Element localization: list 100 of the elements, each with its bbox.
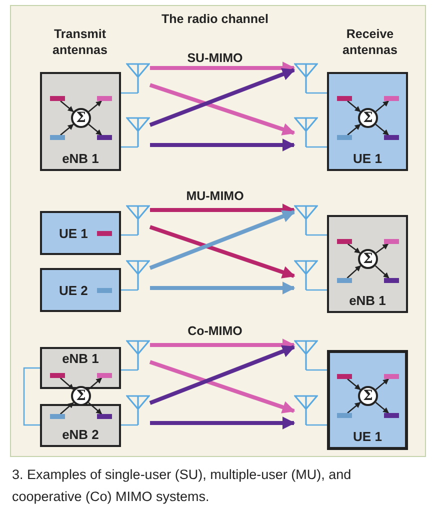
arrow [375, 124, 389, 136]
signal-arrow [149, 83, 296, 136]
device-box [40, 404, 121, 447]
signal-arrow [149, 225, 296, 278]
signal-arrow [149, 68, 296, 127]
device-label: eNB 1 [349, 293, 386, 308]
arrow [346, 265, 362, 278]
arrow [88, 402, 102, 414]
signal-bar [384, 239, 399, 244]
column-heading: Transmit antennas [52, 27, 108, 58]
signal-arrow [150, 138, 296, 152]
signal-arrow [149, 345, 296, 405]
signal-bar [337, 413, 352, 418]
arrow [375, 378, 389, 390]
summation-circle: Σ [358, 108, 378, 128]
device-box [40, 72, 121, 171]
antenna-icon [294, 260, 318, 290]
signal-bar [50, 373, 65, 378]
arrow [347, 378, 361, 390]
feed-line [306, 289, 327, 291]
feed-line [306, 234, 327, 236]
antenna-icon [126, 117, 150, 147]
antenna-icon [294, 205, 318, 235]
device-label: UE 1 [59, 226, 88, 240]
signal-bar [97, 414, 112, 419]
device-label: UE 2 [59, 282, 88, 298]
section-heading: Co-MIMO [186, 324, 244, 340]
signal-bar [50, 135, 65, 140]
summation-circle: Σ [358, 386, 378, 406]
signal-bar [97, 373, 112, 378]
device-box [40, 268, 121, 312]
antenna-icon [126, 260, 150, 290]
signal-bar [384, 374, 399, 379]
arrow [348, 243, 360, 254]
signal-bar [337, 278, 352, 283]
feed-line [306, 424, 327, 426]
summation-circle: Σ [358, 249, 378, 269]
summation-circle: Σ [71, 108, 91, 128]
panel-heading: The radio channel [160, 12, 270, 28]
antenna-icon [294, 340, 318, 370]
device-label: UE 1 [353, 429, 382, 444]
arrow [347, 402, 361, 414]
feed-line [121, 424, 138, 426]
signal-bar [384, 278, 399, 283]
feed-line [121, 234, 138, 236]
signal-arrow [149, 360, 296, 414]
antenna-icon [126, 63, 150, 93]
antenna-icon [126, 205, 150, 235]
section-heading: SU-MIMO [186, 51, 244, 67]
signal-arrow [150, 416, 296, 430]
signal-bar [50, 414, 65, 419]
arrow [347, 124, 361, 136]
arrow [347, 100, 361, 112]
feed-line [121, 92, 138, 94]
antenna-icon [126, 395, 150, 425]
signal-arrow [149, 210, 296, 270]
signal-arrow [150, 282, 296, 294]
arrow [60, 124, 74, 136]
signal-bar [97, 288, 112, 293]
device-label: eNB 1 [62, 151, 99, 166]
arrow [60, 100, 74, 112]
feed-line [306, 92, 327, 94]
signal-bar [97, 135, 112, 140]
device-label: UE 1 [353, 151, 382, 166]
feed-line [121, 146, 138, 148]
device-box [327, 72, 408, 171]
signal-bar [337, 135, 352, 140]
arrow [60, 402, 74, 414]
arrow [88, 100, 102, 112]
feed-line [306, 146, 327, 148]
feed-line [306, 369, 327, 371]
signal-bar [384, 96, 399, 101]
arrow [60, 378, 74, 390]
arrow [375, 100, 389, 112]
feed-line [121, 369, 138, 371]
signal-bar [384, 135, 399, 140]
device-box [40, 347, 121, 389]
arrow [374, 265, 390, 278]
arrow [376, 243, 389, 254]
signal-bar [97, 231, 112, 236]
link-line [23, 367, 40, 426]
device-label: eNB 2 [62, 427, 99, 442]
caption: 3. Examples of single-user (SU), multiple-user (MU), and cooperative (Co) MIMO systems. [12, 466, 352, 506]
signal-bar [97, 96, 112, 101]
signal-bar [337, 239, 352, 244]
column-heading: Receive antennas [342, 27, 398, 58]
antenna-icon [294, 395, 318, 425]
signal-bar [384, 413, 399, 418]
device-box [40, 211, 121, 255]
antenna-icon [126, 340, 150, 370]
arrow [375, 402, 389, 414]
signal-bar [337, 96, 352, 101]
arrow [88, 124, 102, 136]
arrow [88, 378, 102, 390]
device-box [327, 350, 408, 450]
section-heading: MU-MIMO [185, 189, 245, 205]
antenna-icon [294, 117, 318, 147]
signal-bar [337, 374, 352, 379]
device-label: eNB 1 [62, 351, 99, 366]
signal-bar [50, 96, 65, 101]
